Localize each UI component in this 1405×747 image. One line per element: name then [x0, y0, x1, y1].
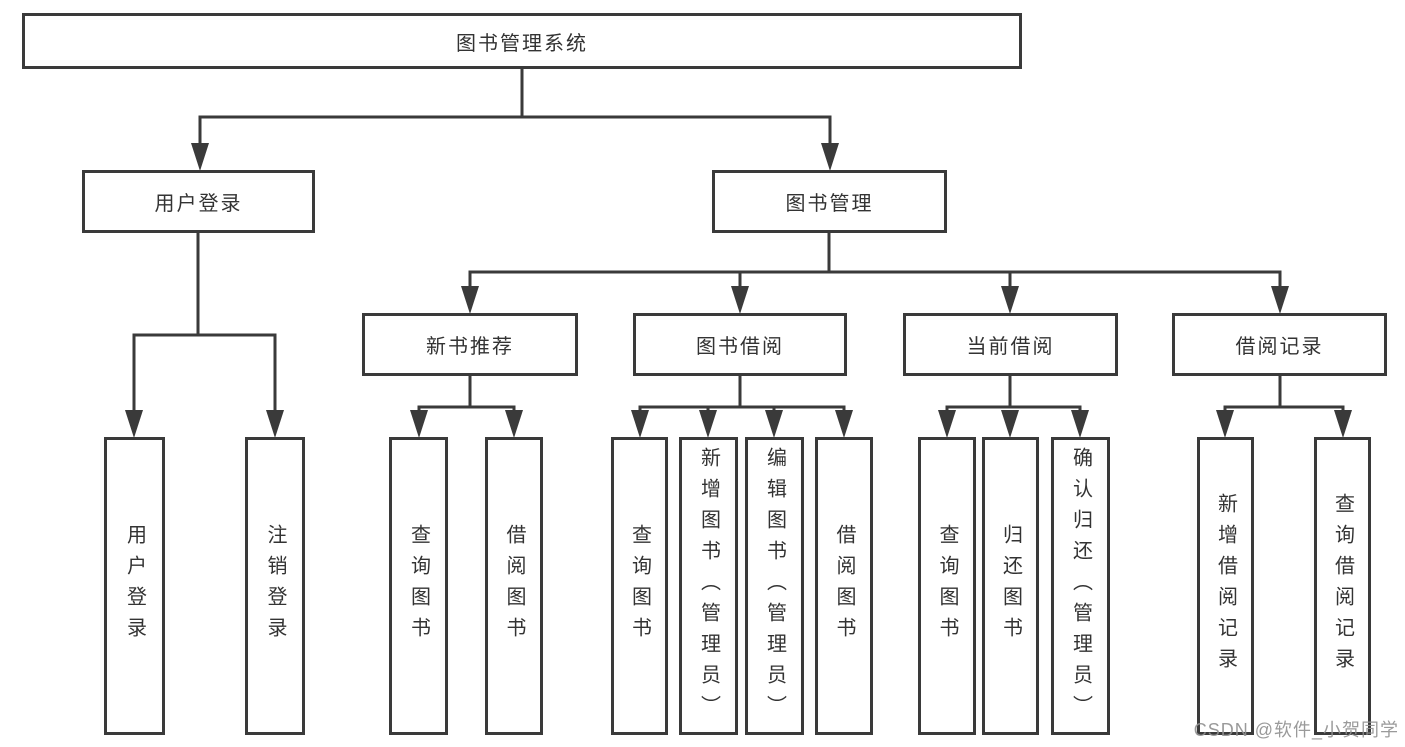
node-new-book-recommend: 新书推荐	[362, 313, 578, 376]
arrowheads	[125, 143, 1352, 438]
node-book-borrowing: 图书借阅	[633, 313, 847, 376]
node-leaf-add-books-admin: 新增图书（管理员）	[679, 437, 738, 735]
node-leaf-add-borrow-record: 新增借阅记录	[1197, 437, 1254, 735]
node-leaf-edit-books-admin: 编辑图书（管理员）	[745, 437, 804, 735]
node-user-login: 用户登录	[82, 170, 315, 233]
csdn-watermark: CSDN @软件_小贺同学	[1193, 720, 1399, 740]
node-current-borrowing: 当前借阅	[903, 313, 1118, 376]
node-leaf-query-books-current: 查询图书	[918, 437, 976, 735]
node-leaf-query-books-recommend: 查询图书	[389, 437, 448, 735]
node-library-management-system: 图书管理系统	[22, 13, 1022, 69]
node-leaf-borrow-books-recommend: 借阅图书	[485, 437, 543, 735]
node-borrowing-records: 借阅记录	[1172, 313, 1387, 376]
node-leaf-return-books: 归还图书	[982, 437, 1039, 735]
node-leaf-confirm-return-admin: 确认归还（管理员）	[1051, 437, 1110, 735]
node-leaf-logout: 注销登录	[245, 437, 305, 735]
node-leaf-user-login: 用户登录	[104, 437, 165, 735]
node-leaf-query-books-borrowing: 查询图书	[611, 437, 668, 735]
node-book-management: 图书管理	[712, 170, 947, 233]
node-leaf-query-borrow-record: 查询借阅记录	[1314, 437, 1371, 735]
node-leaf-borrow-books-borrowing: 借阅图书	[815, 437, 873, 735]
